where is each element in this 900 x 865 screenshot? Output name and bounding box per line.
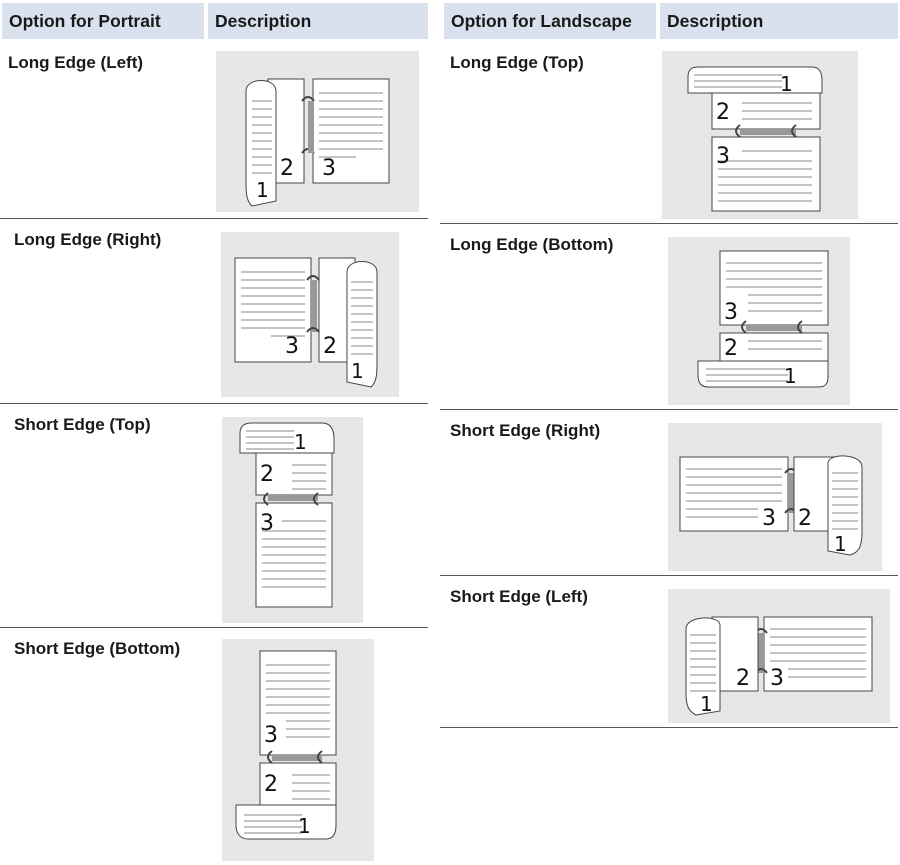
- binding-diagram: 3 2 1: [235, 650, 337, 840]
- row-divider: [440, 409, 898, 410]
- short-edge-left-binding-icon: 2 3 1: [668, 589, 890, 723]
- binding-diagram: 3 2 1: [234, 257, 378, 388]
- landscape-row-short-edge-left: Short Edge (Left) 2 3 1: [440, 577, 898, 728]
- option-label: Short Edge (Bottom): [14, 639, 181, 658]
- svg-text:3: 3: [260, 511, 274, 536]
- portrait-description-header: Description: [208, 3, 428, 39]
- landscape-row-long-edge-bottom: Long Edge (Bottom) 3 2 1: [440, 225, 898, 410]
- short-edge-bottom-binding-icon: 3 2 1: [222, 639, 374, 861]
- short-edge-right-binding-icon: 3 2 1: [668, 423, 882, 571]
- long-edge-right-binding-icon: 3 2 1: [221, 232, 399, 397]
- svg-text:3: 3: [264, 723, 278, 748]
- row-divider: [0, 627, 428, 628]
- portrait-row-short-edge-top: Short Edge (Top) 1 2 3: [0, 405, 430, 628]
- option-label: Long Edge (Right): [14, 230, 162, 249]
- binding-diagram: 1 2 3: [687, 66, 823, 212]
- long-edge-top-binding-icon: 1 2 3: [662, 51, 858, 219]
- svg-text:2: 2: [736, 666, 750, 691]
- portrait-option-header: Option for Portrait: [2, 3, 204, 39]
- portrait-row-long-edge-right: Long Edge (Right) 3 2 1: [0, 220, 430, 404]
- svg-text:1: 1: [784, 364, 797, 388]
- landscape-option-header: Option for Landscape: [444, 3, 656, 39]
- option-label: Short Edge (Top): [14, 415, 151, 434]
- landscape-description-header: Description: [660, 3, 898, 39]
- svg-text:2: 2: [716, 100, 730, 125]
- short-edge-top-binding-icon: 1 2 3: [222, 417, 363, 623]
- svg-text:1: 1: [256, 178, 269, 202]
- binding-diagram: 1 2 3: [239, 422, 335, 608]
- svg-text:1: 1: [351, 359, 364, 383]
- svg-text:1: 1: [700, 692, 713, 716]
- svg-text:2: 2: [260, 462, 274, 487]
- option-label: Long Edge (Top): [450, 53, 584, 72]
- portrait-row-short-edge-bottom: Short Edge (Bottom) 3 2 1: [0, 629, 430, 865]
- svg-text:2: 2: [323, 334, 337, 359]
- row-divider: [440, 727, 898, 728]
- svg-text:1: 1: [780, 72, 793, 96]
- binding-diagram: 1 2 3: [245, 78, 390, 207]
- binding-diagram: 3 2 1: [697, 250, 829, 388]
- option-label: Short Edge (Right): [450, 421, 601, 440]
- svg-text:2: 2: [724, 336, 738, 361]
- row-divider: [440, 223, 898, 224]
- portrait-row-long-edge-left: Long Edge (Left) 1 2 3: [0, 43, 430, 219]
- row-divider: [0, 218, 428, 219]
- option-label: Long Edge (Bottom): [450, 235, 614, 254]
- option-label: Short Edge (Left): [450, 587, 588, 606]
- binding-diagram: 3 2 1: [679, 455, 863, 556]
- binding-diagram: 2 3 1: [685, 616, 873, 716]
- row-divider: [440, 575, 898, 576]
- svg-text:1: 1: [294, 430, 307, 454]
- svg-text:3: 3: [724, 300, 738, 325]
- landscape-row-long-edge-top: Long Edge (Top) 1 2 3: [440, 43, 898, 224]
- long-edge-left-binding-icon: 1 2 3: [216, 51, 419, 212]
- svg-text:2: 2: [798, 506, 812, 531]
- svg-text:3: 3: [716, 144, 730, 169]
- option-label: Long Edge (Left): [8, 53, 144, 72]
- row-divider: [0, 403, 428, 404]
- landscape-row-short-edge-right: Short Edge (Right) 3 2 1: [440, 411, 898, 576]
- svg-text:1: 1: [298, 814, 311, 838]
- svg-text:2: 2: [264, 772, 278, 797]
- long-edge-bottom-binding-icon: 3 2 1: [668, 237, 850, 405]
- svg-text:3: 3: [770, 666, 784, 691]
- svg-text:3: 3: [285, 334, 299, 359]
- svg-text:1: 1: [834, 532, 847, 556]
- svg-text:3: 3: [322, 156, 336, 181]
- svg-text:2: 2: [280, 156, 294, 181]
- svg-text:3: 3: [762, 506, 776, 531]
